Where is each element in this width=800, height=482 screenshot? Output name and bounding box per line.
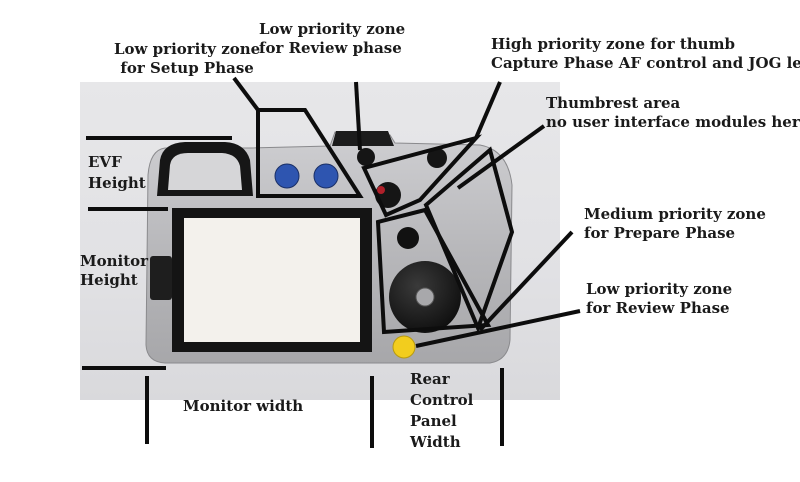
thumbrest-leader	[456, 124, 546, 190]
label-monitor-height: Monitor Height	[80, 252, 149, 289]
top-right-button	[427, 148, 447, 168]
dial-screw	[415, 287, 435, 307]
label-low-setup: Low priority zone for Setup Phase	[114, 40, 261, 77]
evf-window	[168, 153, 242, 190]
blue-button-right	[313, 163, 339, 189]
high-zone-outline	[361, 134, 483, 218]
high-zone-leader	[474, 81, 502, 139]
label-evf-height: EVF Height	[88, 153, 146, 192]
review-top-leader	[354, 81, 362, 151]
label-high-thumb: High priority zone for thumb Capture Pha…	[491, 35, 800, 72]
yellow-button	[392, 335, 416, 359]
setup-zone-leader	[232, 76, 260, 112]
medium-button	[397, 227, 419, 249]
review-bottom-leader	[415, 309, 581, 348]
medium-zone-outline	[375, 207, 492, 335]
label-monitor-width: Monitor width	[183, 397, 304, 415]
af-button-accent	[377, 186, 385, 194]
label-thumbrest: Thumbrest area no user interface modules…	[546, 94, 800, 131]
label-low-review-bottom: Low priority zone for Review Phase	[586, 280, 733, 317]
setup-zone-outline	[256, 108, 364, 198]
label-low-review-top: Low priority zone for Review phase	[259, 20, 406, 57]
side-port	[150, 256, 172, 300]
blue-button-left	[274, 163, 300, 189]
label-rear-panel-width: Rear Control Panel Width	[410, 370, 474, 451]
small-black-button	[357, 148, 375, 166]
medium-zone-leader	[478, 230, 574, 332]
thumbrest-outline	[423, 146, 515, 334]
monitor-screen	[184, 218, 360, 342]
camera-top-plate	[332, 131, 394, 146]
label-medium-prepare: Medium priority zone for Prepare Phase	[584, 205, 766, 242]
